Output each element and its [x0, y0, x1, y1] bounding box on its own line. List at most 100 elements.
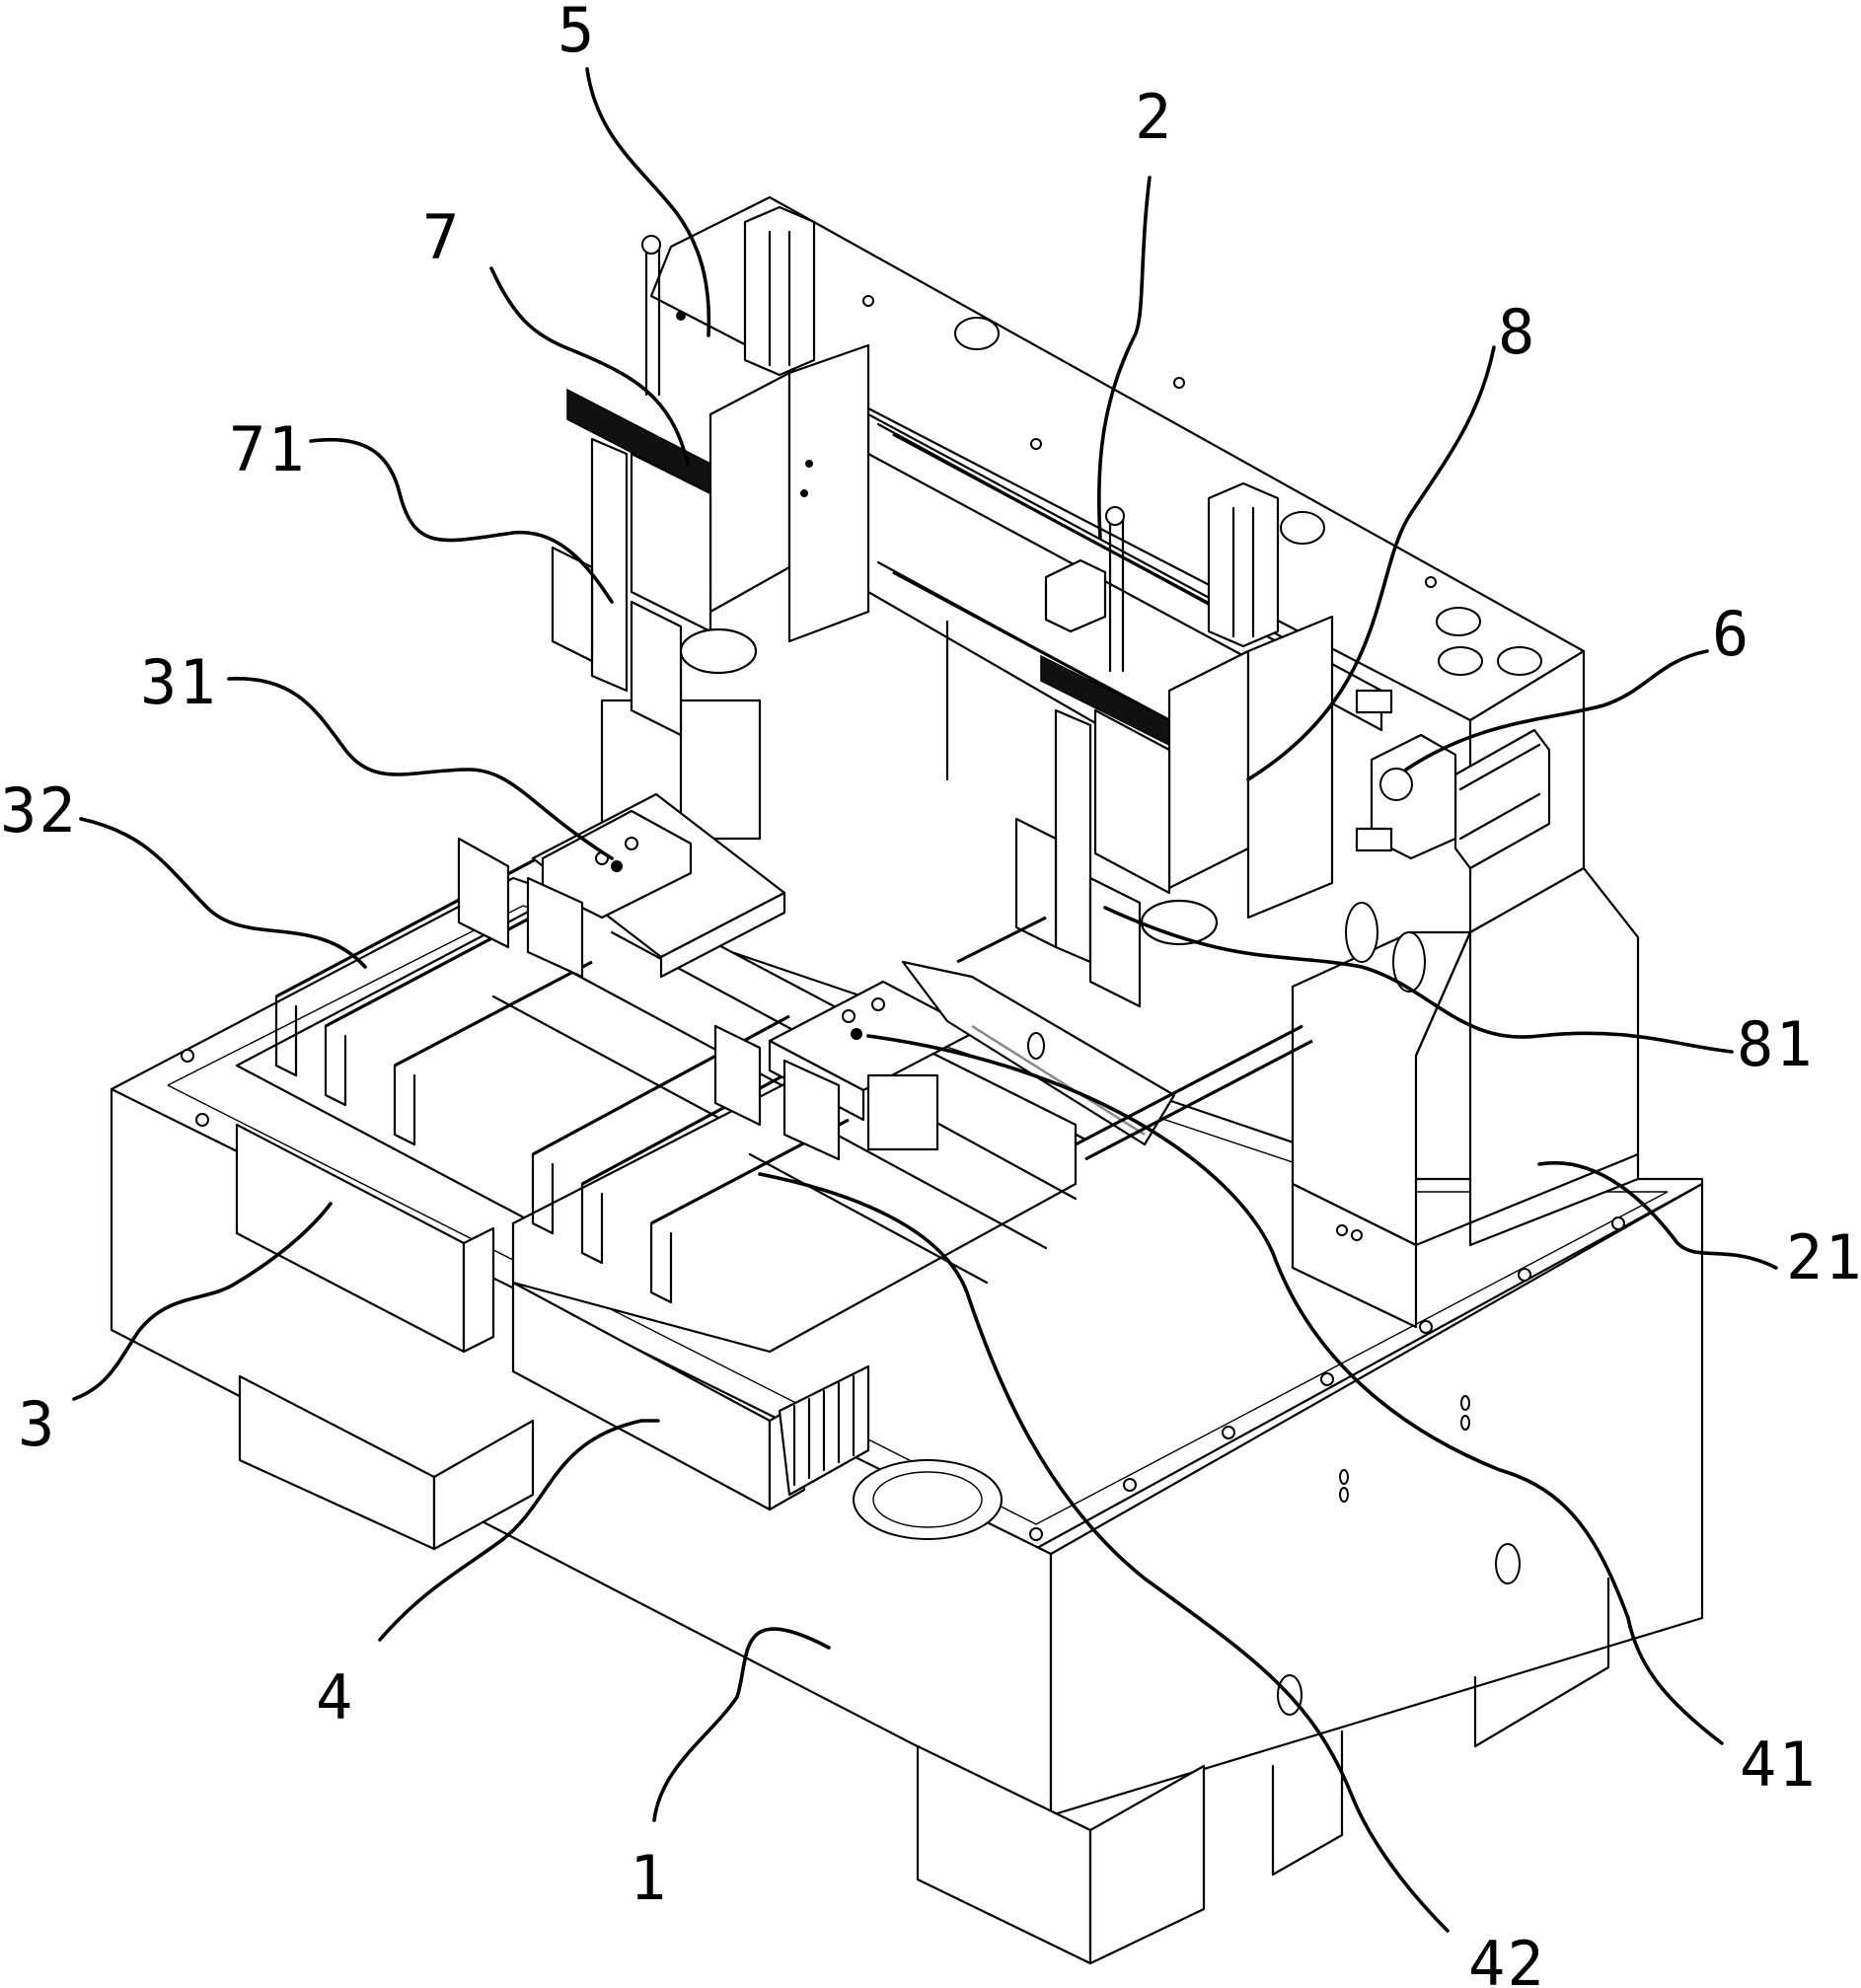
- left-cylinder: [743, 205, 816, 377]
- cable-chain: [778, 1364, 870, 1497]
- leader-42: [758, 1172, 1450, 1933]
- motor-shaft: [1379, 768, 1413, 801]
- label-8: 8: [1498, 296, 1536, 368]
- label-41: 41: [1740, 1729, 1818, 1801]
- beam-motor: [1044, 558, 1107, 633]
- left-rack-rail: [394, 960, 593, 1068]
- leader-6: [1404, 649, 1709, 772]
- right-gripper-plate-lower: [1088, 876, 1142, 1008]
- motor-body: [1453, 728, 1551, 870]
- base-right-face: [1049, 1182, 1704, 1817]
- label-71: 71: [229, 413, 307, 485]
- right-head-body: [1167, 649, 1250, 890]
- motor-fin: [1458, 743, 1541, 791]
- base-notch: [1271, 1730, 1344, 1877]
- left-working-head: [551, 205, 870, 737]
- label-81: 81: [1737, 1008, 1815, 1080]
- right-tray-module: [511, 916, 1313, 1511]
- leader-4: [378, 1419, 660, 1642]
- base-foot-left-2: [432, 1419, 535, 1551]
- label-6: 6: [1712, 598, 1750, 670]
- base-round-port-inner: [872, 1471, 983, 1528]
- right-cylinder: [1207, 481, 1280, 648]
- left-rack-upright: [274, 994, 298, 1077]
- leader-31: [227, 677, 614, 860]
- gantry-hole: [1436, 607, 1481, 636]
- right-rack-rail: [532, 1014, 790, 1156]
- label-1: 1: [630, 1842, 668, 1914]
- leader-32: [79, 817, 367, 969]
- base-notch-2: [1473, 1577, 1610, 1748]
- leader-lines: [72, 67, 1778, 1933]
- label-32: 32: [0, 774, 78, 847]
- left-head-gripper: [590, 437, 629, 693]
- column-edge: [1414, 930, 1472, 1058]
- gantry-hole: [954, 317, 1000, 350]
- right-working-head: [1014, 481, 1334, 1008]
- right-actuator: [866, 1073, 939, 1151]
- leader-7: [489, 266, 690, 466]
- left-head-side: [787, 343, 870, 643]
- base-small-hole: [1339, 1469, 1349, 1485]
- label-7: 7: [422, 201, 461, 273]
- leader-41: [866, 1034, 1724, 1745]
- right-vertical-plate: [713, 1024, 762, 1127]
- leader-81: [1103, 906, 1734, 1054]
- motor-connector: [1355, 689, 1393, 714]
- drive-motor: [1355, 689, 1551, 870]
- leader-71: [309, 437, 614, 604]
- right-rack-upright: [649, 1221, 673, 1304]
- leader-3: [72, 1202, 333, 1401]
- column-hole: [1345, 902, 1378, 963]
- base-rail: [956, 916, 1047, 964]
- label-3: 3: [18, 1388, 56, 1460]
- label-2: 2: [1135, 81, 1173, 153]
- base-foot-front-2: [1088, 1764, 1206, 1965]
- left-gripper-plate-lower: [630, 600, 683, 737]
- label-4: 4: [316, 1661, 354, 1733]
- base-small-hole: [1460, 1415, 1470, 1431]
- gantry-support-column: [1291, 866, 1640, 1329]
- right-vertical-plate: [782, 1059, 841, 1161]
- gantry-hole: [1438, 646, 1483, 676]
- motor-connector: [1355, 827, 1393, 852]
- right-head-gripper: [1054, 708, 1092, 964]
- leader-1: [652, 1627, 831, 1822]
- right-gripper-plate: [1014, 817, 1058, 949]
- right-rack-upright: [580, 1182, 604, 1265]
- left-head-body: [708, 371, 791, 614]
- left-module-box-side: [462, 1226, 495, 1354]
- left-vertical-plate: [526, 876, 584, 979]
- base-rail: [1075, 1024, 1303, 1146]
- column-lower: [1291, 1182, 1418, 1329]
- label-42: 42: [1468, 1928, 1546, 1988]
- right-head-front: [1093, 708, 1171, 895]
- gantry-hole: [1280, 511, 1325, 545]
- leader-8: [1246, 345, 1496, 781]
- gantry-hole: [1497, 646, 1542, 676]
- leader-21: [1537, 1160, 1778, 1270]
- label-5: 5: [558, 0, 596, 66]
- left-rack-upright: [324, 1024, 347, 1107]
- tray-slat: [551, 960, 811, 1102]
- left-vertical-plate: [457, 837, 510, 949]
- left-nozzle: [679, 627, 758, 675]
- label-21: 21: [1786, 1221, 1861, 1293]
- right-head-side: [1246, 615, 1334, 920]
- right-rack-upright: [531, 1152, 555, 1235]
- leader-5: [585, 67, 711, 337]
- base-rail: [1084, 1039, 1313, 1161]
- base-hole: [1495, 1543, 1521, 1584]
- column-hole: [1392, 931, 1426, 993]
- leader-2: [1097, 176, 1152, 540]
- label-31: 31: [140, 646, 218, 718]
- base-small-hole: [1339, 1487, 1349, 1503]
- tray-slat: [491, 994, 752, 1137]
- column-edge: [1414, 1152, 1640, 1247]
- base-small-hole: [1460, 1395, 1470, 1411]
- grey-cable: [971, 1024, 1146, 1137]
- tray-slat: [807, 1118, 1048, 1250]
- left-rack-upright: [393, 1064, 416, 1146]
